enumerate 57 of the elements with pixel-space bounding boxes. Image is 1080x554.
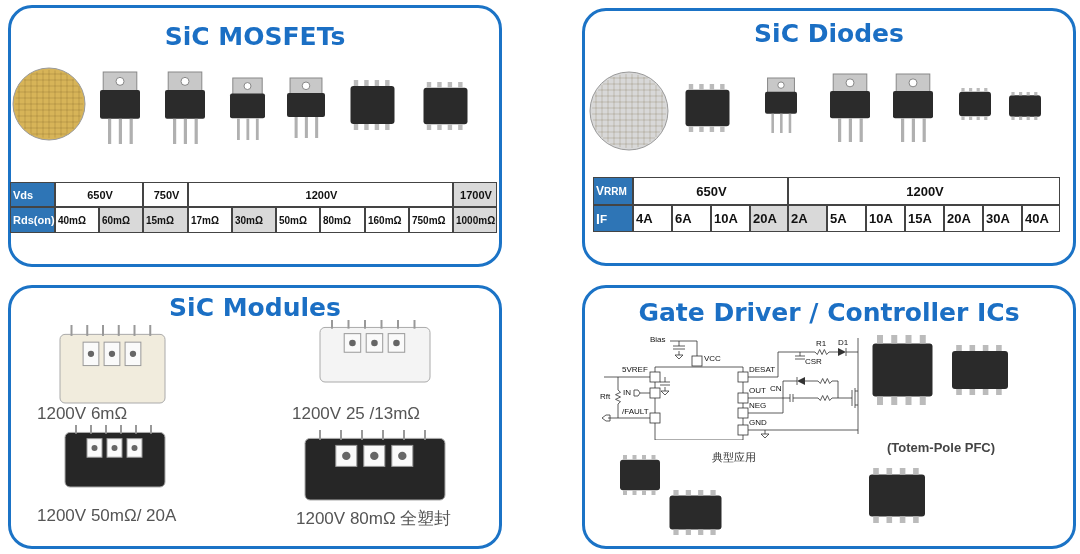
table-cell: 5A bbox=[827, 205, 866, 232]
pin-label: D1 bbox=[838, 339, 849, 347]
table-cell: 1000mΩ bbox=[453, 207, 497, 233]
table-cell: 15mΩ bbox=[143, 207, 188, 233]
panel-title: SiC MOSFETs bbox=[163, 22, 347, 51]
panel-title: Gate Driver / Controller ICs bbox=[637, 298, 1021, 327]
table-cell: 160mΩ bbox=[365, 207, 409, 233]
pin-label: 5VREF bbox=[622, 366, 648, 374]
table-header-cell: Rds(on) bbox=[10, 207, 55, 233]
table-header-cell: Vds bbox=[10, 182, 55, 207]
module-caption: 1200V 50mΩ/ 20A bbox=[37, 507, 177, 524]
pin-label: Rft bbox=[600, 393, 611, 401]
table-cell: 1700V bbox=[453, 182, 497, 207]
panel-title: SiC Modules bbox=[168, 293, 342, 322]
module-caption: 1200V 25 /13mΩ bbox=[292, 405, 420, 422]
pin-label: /FAULT bbox=[622, 408, 649, 416]
pin-label: GND bbox=[749, 419, 767, 427]
pin-label: CN bbox=[770, 385, 782, 393]
table-cell: 30mΩ bbox=[232, 207, 276, 233]
table-cell: 650V bbox=[633, 177, 788, 205]
table-cell: 4A bbox=[633, 205, 672, 232]
table-cell: 1200V bbox=[188, 182, 453, 207]
table-cell: 40A bbox=[1022, 205, 1060, 232]
module-caption: 1200V 6mΩ bbox=[37, 405, 128, 422]
table-cell: 750mΩ bbox=[409, 207, 453, 233]
table-cell: 6A bbox=[672, 205, 711, 232]
pin-label: CSR bbox=[805, 358, 822, 366]
table-cell: 17mΩ bbox=[188, 207, 232, 233]
table-cell: 50mΩ bbox=[276, 207, 320, 233]
table-cell: 650V bbox=[55, 182, 143, 207]
panel-card bbox=[8, 285, 502, 549]
table-cell: 20A bbox=[944, 205, 983, 232]
table-cell: 1200V bbox=[788, 177, 1060, 205]
pin-label: DESAT bbox=[749, 366, 776, 374]
pin-label: R1 bbox=[816, 340, 827, 348]
table-cell: 80mΩ bbox=[320, 207, 365, 233]
panel-card bbox=[582, 8, 1076, 266]
pin-label: VCC bbox=[704, 355, 721, 363]
table-cell: 750V bbox=[143, 182, 188, 207]
schematic-caption: 典型应用 bbox=[712, 452, 756, 463]
pin-label: IN bbox=[623, 389, 631, 397]
pin-label: NEG bbox=[749, 402, 767, 410]
panel-card bbox=[582, 285, 1076, 549]
package-caption: (Totem-Pole PFC) bbox=[887, 441, 996, 454]
panel-card bbox=[8, 5, 502, 267]
table-cell: 2A bbox=[788, 205, 827, 232]
table-cell: 30A bbox=[983, 205, 1022, 232]
module-caption: 1200V 80mΩ 全塑封 bbox=[296, 510, 452, 527]
table-cell: 10A bbox=[711, 205, 750, 232]
table-cell: 20A bbox=[750, 205, 788, 232]
table-cell: 40mΩ bbox=[55, 207, 99, 233]
pin-label: Bias bbox=[650, 336, 666, 344]
table-cell: 60mΩ bbox=[99, 207, 143, 233]
pin-label: OUT bbox=[749, 387, 766, 395]
table-cell: 15A bbox=[905, 205, 944, 232]
panel-title: SiC Diodes bbox=[753, 19, 905, 48]
table-cell: 10A bbox=[866, 205, 905, 232]
